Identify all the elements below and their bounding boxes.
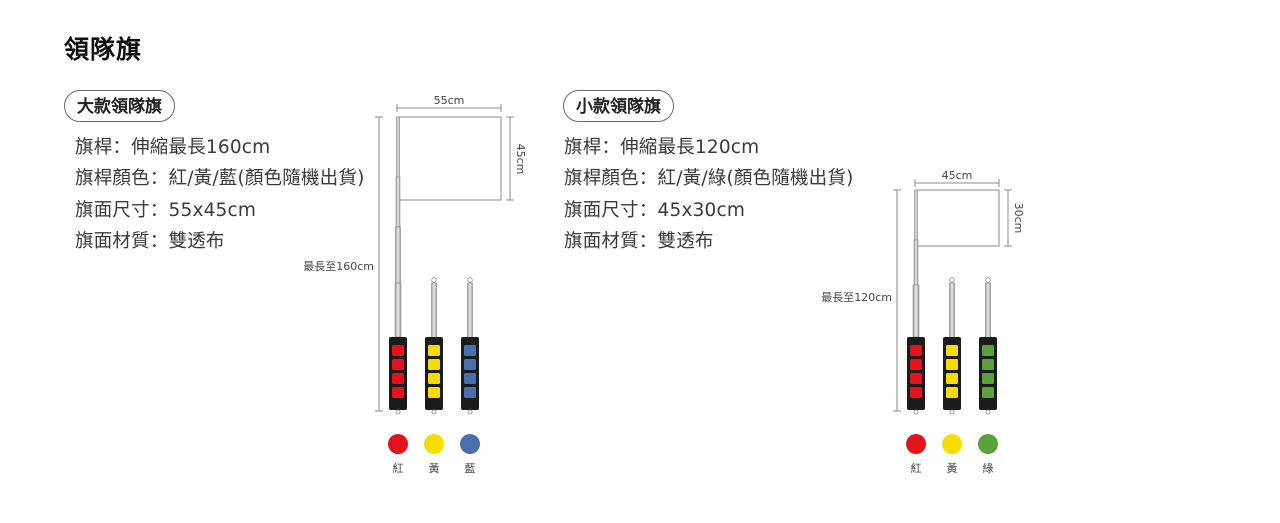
large-handles [389, 277, 479, 415]
small-spec-flag-size: 旗面尺寸：45x30cm [564, 200, 746, 221]
small-handle-2 [943, 277, 961, 415]
large-swatch-1 [388, 434, 408, 454]
large-flag-cloth [397, 116, 502, 201]
large-swatch-label-3: 藍 [465, 462, 476, 475]
large-handle-2 [425, 277, 443, 415]
small-swatch-label-1: 紅 [911, 462, 922, 475]
large-width-label: 55cm [434, 94, 465, 107]
small-height-dimension [1004, 189, 1012, 247]
large-spec-pole-color: 旗桿顏色：紅/黃/藍(顏色隨機出貨) [75, 168, 365, 189]
small-pole-length-label: 最長至120cm [821, 291, 892, 304]
large-height-label: 45cm [514, 144, 527, 175]
small-width-label: 45cm [942, 169, 973, 182]
large-swatch-2 [424, 434, 444, 454]
large-pole-length-label: 最長至160cm [303, 260, 374, 273]
large-width-dimension [396, 104, 502, 112]
small-spec-pole-color: 旗桿顏色：紅/黃/綠(顏色隨機出貨) [564, 168, 854, 189]
large-handle-3 [461, 277, 479, 415]
small-flag-cloth [915, 189, 1000, 247]
small-swatch-label-3: 綠 [983, 462, 994, 475]
large-spec-flag-size: 旗面尺寸：55x45cm [75, 200, 257, 221]
small-handle-3 [979, 277, 997, 415]
small-flag-title: 小款領隊旗 [563, 90, 674, 122]
small-spec-material: 旗面材質：雙透布 [564, 231, 714, 252]
large-spec-pole: 旗桿：伸縮最長160cm [75, 137, 271, 158]
large-swatch-3 [460, 434, 480, 454]
large-swatch-label-2: 黃 [429, 462, 440, 475]
large-color-swatches: 紅黃藍 [388, 434, 480, 475]
large-handle-1 [389, 337, 407, 415]
large-spec-material: 旗面材質：雙透布 [75, 231, 225, 252]
large-flag-diagram: 55cm 45cm 最長至160cm 紅 黃 藍 [303, 94, 527, 475]
small-spec-pole: 旗桿：伸縮最長120cm [564, 137, 760, 158]
small-handles [907, 277, 997, 415]
page-title: 領隊旗 [64, 35, 143, 64]
large-swatch-label-1: 紅 [393, 462, 404, 475]
large-flag-title: 大款領隊旗 [64, 90, 175, 122]
small-swatch-2 [942, 434, 962, 454]
small-width-dimension [914, 179, 1000, 187]
small-height-label: 30cm [1012, 203, 1025, 234]
small-flag-diagram: 45cm 30cm 最長至120cm 紅 黃 綠 [821, 169, 1025, 475]
small-swatch-3 [978, 434, 998, 454]
small-color-swatches: 紅黃綠 [906, 434, 998, 475]
small-pole-dimension [893, 189, 901, 412]
small-swatch-1 [906, 434, 926, 454]
large-height-dimension [506, 116, 514, 201]
small-swatch-label-2: 黃 [947, 462, 958, 475]
small-handle-1 [907, 337, 925, 415]
large-pole-dimension [375, 116, 383, 412]
